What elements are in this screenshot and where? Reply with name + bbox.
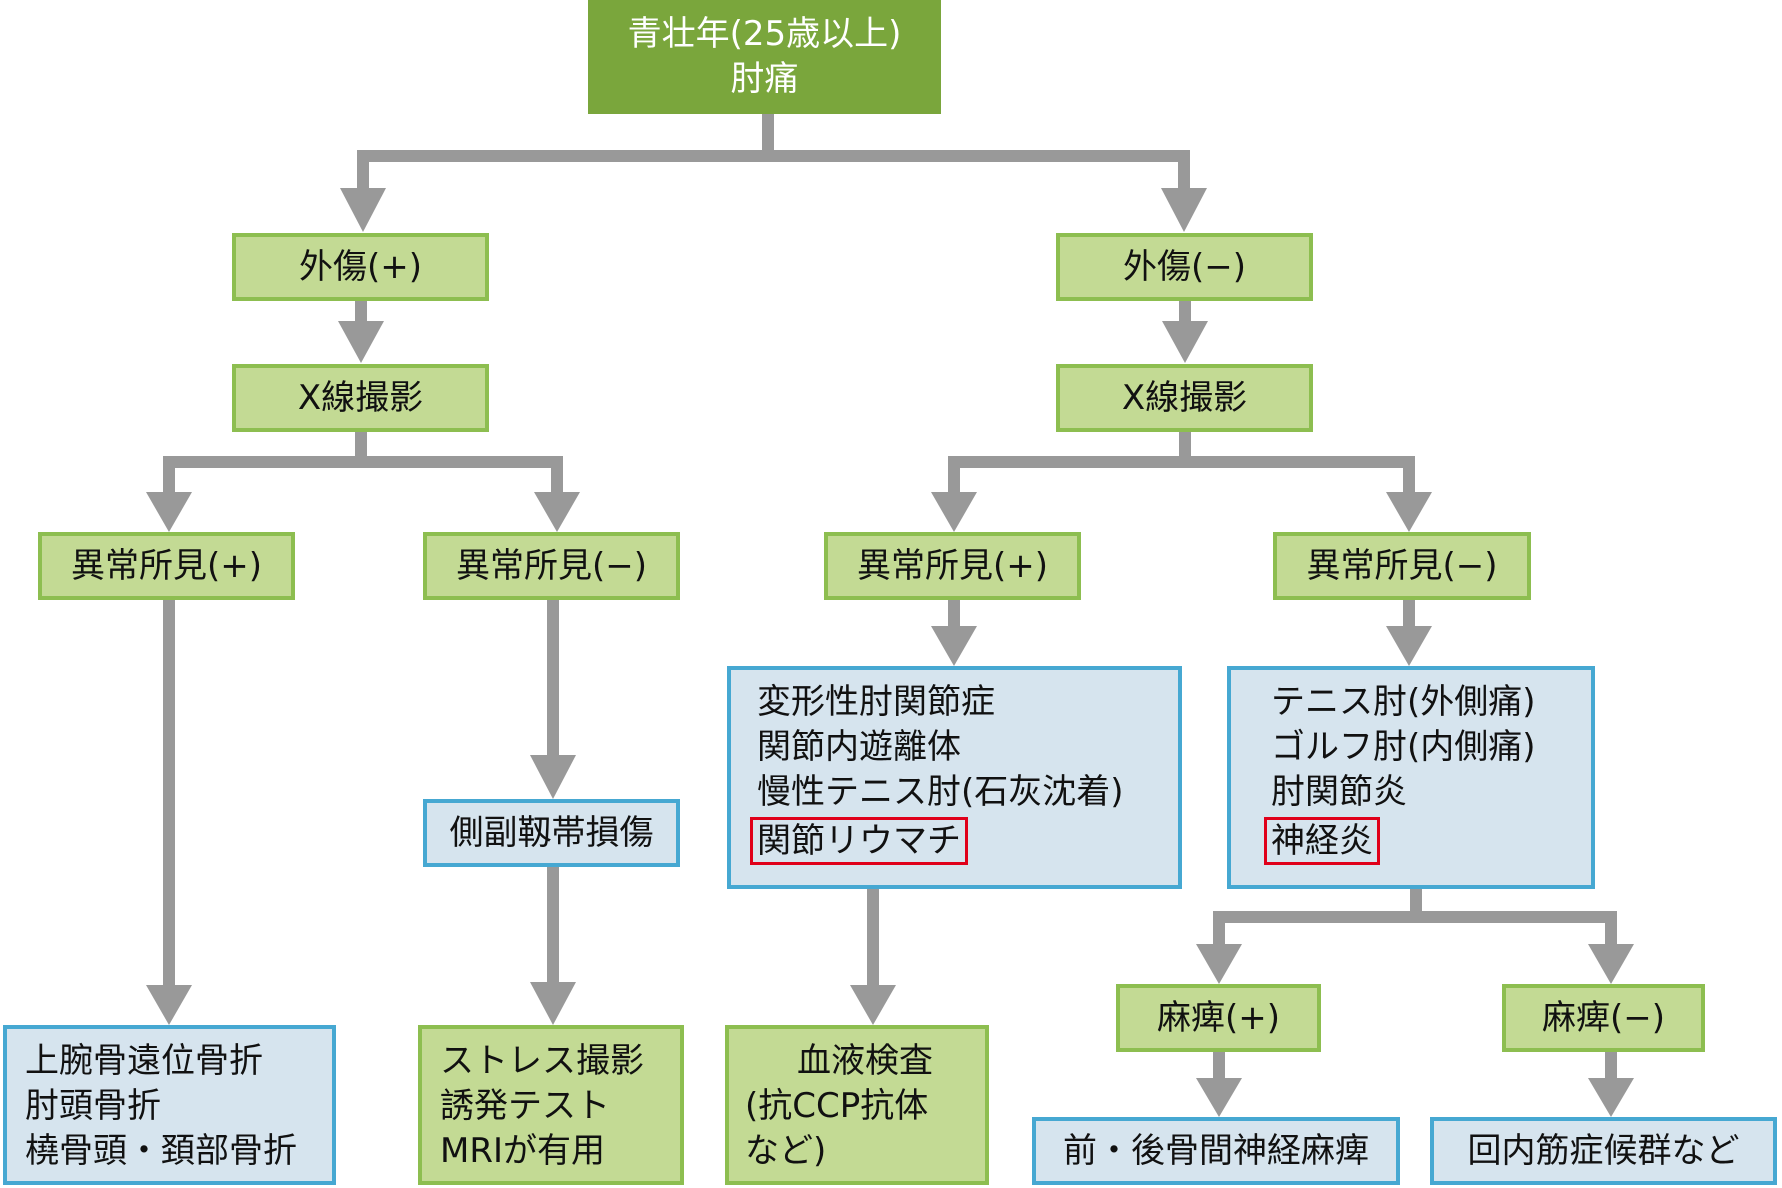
step-line: ストレス撮影 — [440, 1041, 644, 1081]
arrow-head — [1161, 188, 1207, 232]
result-line: 関節内遊離体 — [757, 727, 961, 767]
arrow-head — [338, 321, 384, 363]
connector-line — [762, 114, 774, 156]
result-line: 上腕骨遠位骨折 — [25, 1041, 263, 1081]
stress-test-node: ストレス撮影 誘発テスト MRIが有用 — [418, 1025, 684, 1185]
trauma-positive-node: 外傷(+) — [232, 233, 489, 301]
connector-line — [1178, 150, 1190, 190]
connector-line — [948, 456, 960, 496]
connector-line — [163, 456, 175, 496]
highlight-neuritis: 神経炎 — [1264, 817, 1380, 865]
connector-line — [547, 600, 559, 760]
step-line: 誘発テスト — [440, 1086, 610, 1126]
connector-line — [1213, 911, 1617, 923]
arrow-head — [850, 985, 896, 1025]
result-line: 肘関節炎 — [1271, 772, 1407, 812]
interosseous-palsy-node: 前・後骨間神経麻痺 — [1032, 1117, 1400, 1185]
connector-line — [551, 456, 563, 496]
fracture-result-node: 上腕骨遠位骨折 肘頭骨折 橈骨頭・頚部骨折 — [3, 1025, 336, 1185]
arrow-head — [1162, 321, 1208, 363]
abnormal-positive-right-node: 異常所見(+) — [824, 532, 1081, 600]
connector-line — [1605, 911, 1617, 947]
connector-line — [1213, 911, 1225, 947]
step-line: MRIが有用 — [440, 1131, 605, 1171]
arrow-head — [1386, 626, 1432, 666]
abnormal-positive-left-node: 異常所見(+) — [38, 532, 295, 600]
step-line: (抗CCP抗体 — [745, 1086, 929, 1126]
connector-line — [547, 867, 559, 987]
arrow-head — [530, 982, 576, 1025]
connector-line — [1213, 1052, 1225, 1082]
connector-line — [1410, 889, 1422, 917]
abnormal-negative-left-node: 異常所見(−) — [423, 532, 680, 600]
tennis-elbow-result-node: テニス肘(外側痛) ゴルフ肘(内側痛) 肘関節炎 神経炎 — [1227, 666, 1595, 889]
connector-line — [948, 600, 960, 630]
root-node: 青壮年(25歳以上) 肘痛 — [588, 0, 941, 114]
result-line: 慢性テニス肘(石灰沈着) — [757, 772, 1124, 812]
step-line: 血液検査 — [797, 1041, 933, 1081]
connector-line — [357, 150, 1190, 162]
connector-line — [163, 456, 563, 468]
pronator-syndrome-node: 回内筋症候群など — [1430, 1117, 1777, 1185]
result-line: ゴルフ肘(内側痛) — [1271, 727, 1536, 767]
arrow-head — [1588, 1078, 1634, 1117]
result-line: テニス肘(外側痛) — [1271, 682, 1536, 722]
palsy-positive-node: 麻痺(+) — [1116, 984, 1321, 1052]
blood-test-node: 血液検査 (抗CCP抗体 など) — [725, 1025, 989, 1185]
arrow-head — [931, 492, 977, 532]
connector-line — [1403, 600, 1415, 630]
result-line: 変形性肘関節症 — [757, 682, 995, 722]
arrow-head — [1196, 944, 1242, 984]
trauma-negative-node: 外傷(−) — [1056, 233, 1313, 301]
arrow-head — [1386, 492, 1432, 532]
connector-line — [948, 456, 1415, 468]
root-line-2: 肘痛 — [730, 59, 799, 99]
arrow-head — [1588, 944, 1634, 984]
xray-left-node: X線撮影 — [232, 364, 489, 432]
connector-line — [867, 889, 879, 989]
arrow-head — [146, 985, 192, 1025]
xray-right-node: X線撮影 — [1056, 364, 1313, 432]
connector-line — [1179, 301, 1191, 323]
connector-line — [357, 150, 369, 190]
result-line: 橈骨頭・頚部骨折 — [25, 1131, 297, 1171]
connector-line — [355, 301, 367, 323]
connector-line — [1179, 432, 1191, 462]
arrow-head — [340, 188, 386, 232]
arrow-head — [530, 755, 576, 799]
highlight-rheumatoid: 関節リウマチ — [750, 817, 968, 865]
palsy-negative-node: 麻痺(−) — [1502, 984, 1705, 1052]
collateral-ligament-node: 側副靱帯損傷 — [423, 799, 680, 867]
connector-line — [355, 432, 367, 462]
result-line: 肘頭骨折 — [25, 1086, 161, 1126]
abnormal-negative-right-node: 異常所見(−) — [1273, 532, 1531, 600]
root-line-1: 青壮年(25歳以上) — [627, 14, 902, 54]
degenerative-result-node: 変形性肘関節症 関節内遊離体 慢性テニス肘(石灰沈着) 関節リウマチ — [727, 666, 1182, 889]
arrow-head — [146, 492, 192, 532]
arrow-head — [931, 626, 977, 666]
step-line: など) — [745, 1131, 827, 1171]
connector-line — [1605, 1052, 1617, 1082]
arrow-head — [1196, 1078, 1242, 1117]
arrow-head — [534, 492, 580, 532]
connector-line — [163, 600, 175, 990]
connector-line — [1403, 456, 1415, 496]
